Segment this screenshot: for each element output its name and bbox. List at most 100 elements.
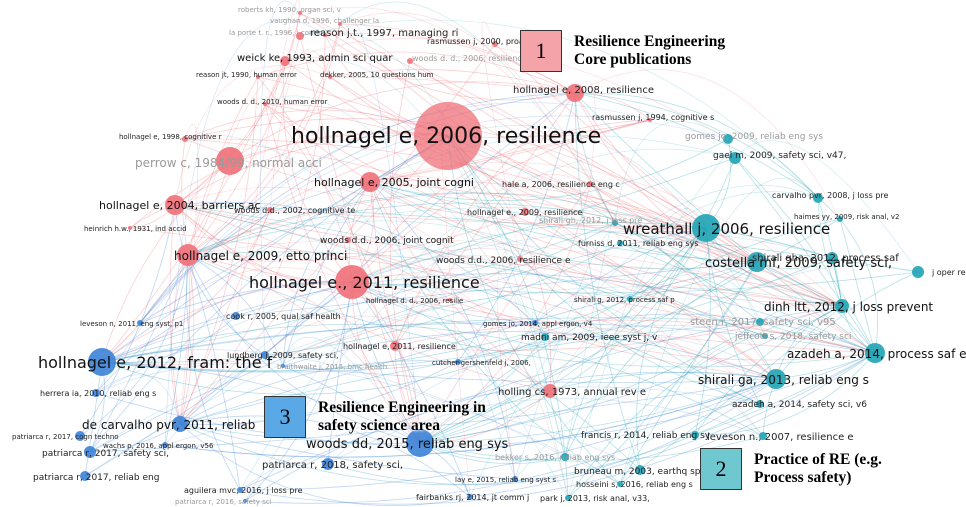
publication-node[interactable] [261, 351, 269, 359]
citation-edge [447, 135, 777, 380]
publication-label: j oper re [931, 268, 966, 277]
publication-node[interactable] [338, 22, 342, 26]
publication-node[interactable] [323, 33, 327, 37]
citation-edge [282, 181, 371, 367]
publication-node[interactable] [912, 266, 924, 278]
publication-node[interactable] [128, 226, 132, 230]
publication-node[interactable] [813, 193, 823, 203]
publication-node[interactable] [532, 320, 538, 326]
publication-node[interactable] [837, 216, 843, 222]
publication-node[interactable] [835, 299, 849, 313]
publication-node[interactable] [281, 364, 285, 368]
publication-node[interactable] [298, 11, 302, 15]
publication-node[interactable] [635, 465, 645, 475]
publication-node[interactable] [826, 252, 838, 264]
citation-edge [351, 281, 471, 498]
publication-node[interactable] [335, 265, 369, 299]
publication-node[interactable] [267, 207, 273, 213]
publication-node[interactable] [756, 318, 764, 326]
publication-node[interactable] [587, 181, 593, 187]
publication-node[interactable] [390, 341, 400, 351]
publication-node[interactable] [92, 389, 100, 397]
publication-node[interactable] [756, 400, 764, 408]
publication-node[interactable] [627, 296, 633, 302]
publication-node[interactable] [543, 384, 557, 398]
citation-edge [705, 227, 761, 405]
publication-node[interactable] [75, 431, 85, 441]
publication-node[interactable] [162, 442, 168, 448]
publication-node[interactable] [237, 487, 243, 493]
citation-edge [299, 35, 421, 444]
citation-edge [101, 298, 631, 373]
publication-node[interactable] [177, 244, 199, 266]
callout-number-box: 1 [520, 30, 562, 72]
publication-node[interactable] [541, 333, 549, 341]
publication-node[interactable] [617, 481, 623, 487]
publication-node[interactable] [492, 41, 498, 47]
citation-edge [244, 371, 777, 502]
citation-edge [101, 317, 761, 363]
publication-node[interactable] [263, 102, 267, 106]
citation-edge [101, 242, 621, 364]
publication-label: hollnagel e, 2011, resilience [343, 342, 456, 351]
publication-node[interactable] [414, 102, 482, 170]
citation-edge [101, 283, 451, 363]
publication-node[interactable] [84, 446, 96, 458]
publication-node[interactable] [448, 298, 452, 302]
publication-node[interactable] [648, 118, 652, 122]
citation-edge [481, 21, 521, 260]
publication-node[interactable] [137, 320, 143, 326]
publication-node[interactable] [216, 147, 244, 175]
publication-node[interactable] [517, 256, 523, 262]
publication-node[interactable] [80, 471, 90, 481]
publication-node[interactable] [512, 476, 518, 482]
citation-edge [184, 138, 777, 380]
citation-edge [574, 80, 596, 185]
publication-node[interactable] [467, 494, 473, 500]
publication-node[interactable] [360, 172, 380, 192]
publication-node[interactable] [296, 32, 304, 40]
publication-node[interactable] [759, 432, 767, 440]
publication-node[interactable] [561, 453, 569, 461]
publication-node[interactable] [406, 429, 434, 457]
publication-node[interactable] [729, 152, 741, 164]
citation-edge [324, 34, 576, 101]
publication-node[interactable] [566, 84, 584, 102]
citation-edge [101, 160, 231, 363]
publication-node[interactable] [345, 237, 351, 243]
publication-node[interactable] [182, 136, 188, 142]
publication-node[interactable] [322, 458, 334, 470]
publication-node[interactable] [691, 431, 699, 439]
citation-edge [164, 378, 777, 458]
publication-node[interactable] [328, 75, 332, 79]
publication-label: holling cs, 1973, annual rev e [498, 387, 646, 398]
citation-edge [347, 239, 876, 361]
publication-node[interactable] [521, 208, 529, 216]
publication-node[interactable] [723, 134, 733, 144]
publication-node[interactable] [243, 499, 247, 503]
citation-edge [139, 181, 371, 324]
publication-node[interactable] [565, 495, 571, 501]
citation-edge [282, 337, 421, 444]
publication-label: francis r, 2014, reliab eng sy [581, 431, 711, 441]
publication-node[interactable] [865, 343, 885, 363]
publication-node[interactable] [88, 348, 116, 376]
citation-edge [282, 60, 353, 283]
citation-edge [184, 138, 707, 230]
publication-node[interactable] [617, 240, 623, 246]
publication-node[interactable] [612, 220, 618, 226]
publication-node[interactable] [692, 214, 720, 242]
citation-edge [264, 103, 371, 183]
publication-label: madni am, 2009, ieee syst j, v [521, 333, 658, 343]
publication-node[interactable] [766, 369, 786, 389]
publication-node[interactable] [762, 333, 768, 339]
publication-node[interactable] [165, 195, 185, 215]
publication-node[interactable] [747, 252, 767, 272]
publication-node[interactable] [455, 359, 461, 365]
publication-node[interactable] [172, 416, 188, 432]
publication-node[interactable] [256, 75, 260, 79]
publication-node[interactable] [407, 58, 413, 64]
citation-edge [187, 58, 331, 256]
publication-node[interactable] [280, 56, 290, 66]
publication-node[interactable] [232, 312, 240, 320]
